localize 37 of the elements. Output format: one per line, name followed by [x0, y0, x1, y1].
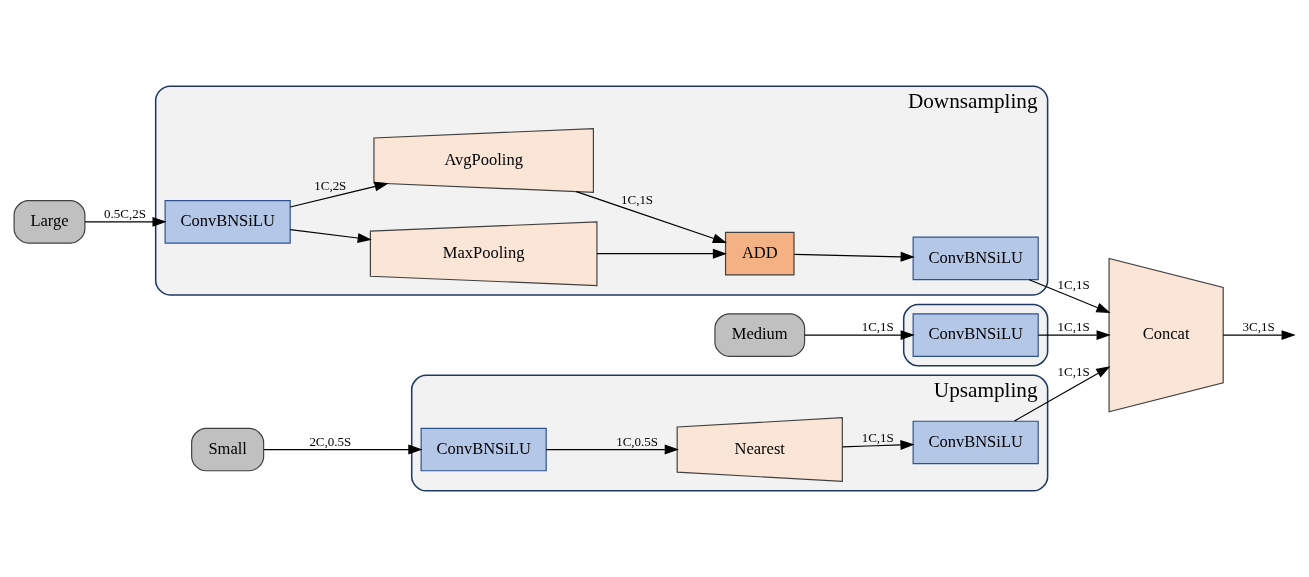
edge-label: 2C,0.5S — [309, 433, 352, 449]
edge-label: 1C,1S — [1057, 364, 1090, 380]
arrow — [263, 444, 423, 455]
node-box: ConvBNSiLU — [912, 420, 1039, 465]
arrow — [1028, 279, 1111, 313]
node-box: ConvBNSiLU — [912, 313, 1039, 357]
arrow — [793, 251, 915, 262]
node-box: Large — [13, 200, 86, 244]
arrow — [596, 248, 728, 259]
arrow — [545, 444, 679, 455]
node-box: Medium — [714, 313, 806, 357]
node-box: MaxPooling — [369, 221, 598, 287]
arrow — [1037, 330, 1111, 341]
edge-label: 3C,1S — [1242, 319, 1275, 335]
arrow — [289, 228, 372, 243]
node-box: ConvBNSiLU — [912, 236, 1039, 281]
node-box: Nearest — [676, 417, 843, 483]
arrow — [804, 330, 915, 341]
arrow — [842, 439, 915, 450]
arrow — [575, 191, 727, 244]
node-box: Concat — [1108, 257, 1224, 413]
edge-label: 1C,0.5S — [616, 433, 658, 449]
edge-label: 1C,1S — [1057, 319, 1090, 335]
edge-label: 1C,1S — [861, 430, 894, 446]
arrow — [84, 216, 167, 227]
edge-label: 1C,1S — [621, 191, 654, 207]
node-box: Small — [191, 427, 265, 472]
node-box: ADD — [724, 231, 795, 276]
node-box: ConvBNSiLU — [420, 427, 547, 472]
edge-label: 1C,2S — [314, 177, 347, 193]
arrow — [1222, 330, 1296, 341]
arrow — [1013, 366, 1111, 422]
edge-label: 1C,1S — [861, 319, 894, 335]
arrow — [289, 181, 389, 208]
edge-label: 0.5C,2S — [104, 206, 146, 222]
node-box: ConvBNSiLU — [164, 200, 291, 244]
edge-label: 1C,1S — [1057, 276, 1090, 292]
